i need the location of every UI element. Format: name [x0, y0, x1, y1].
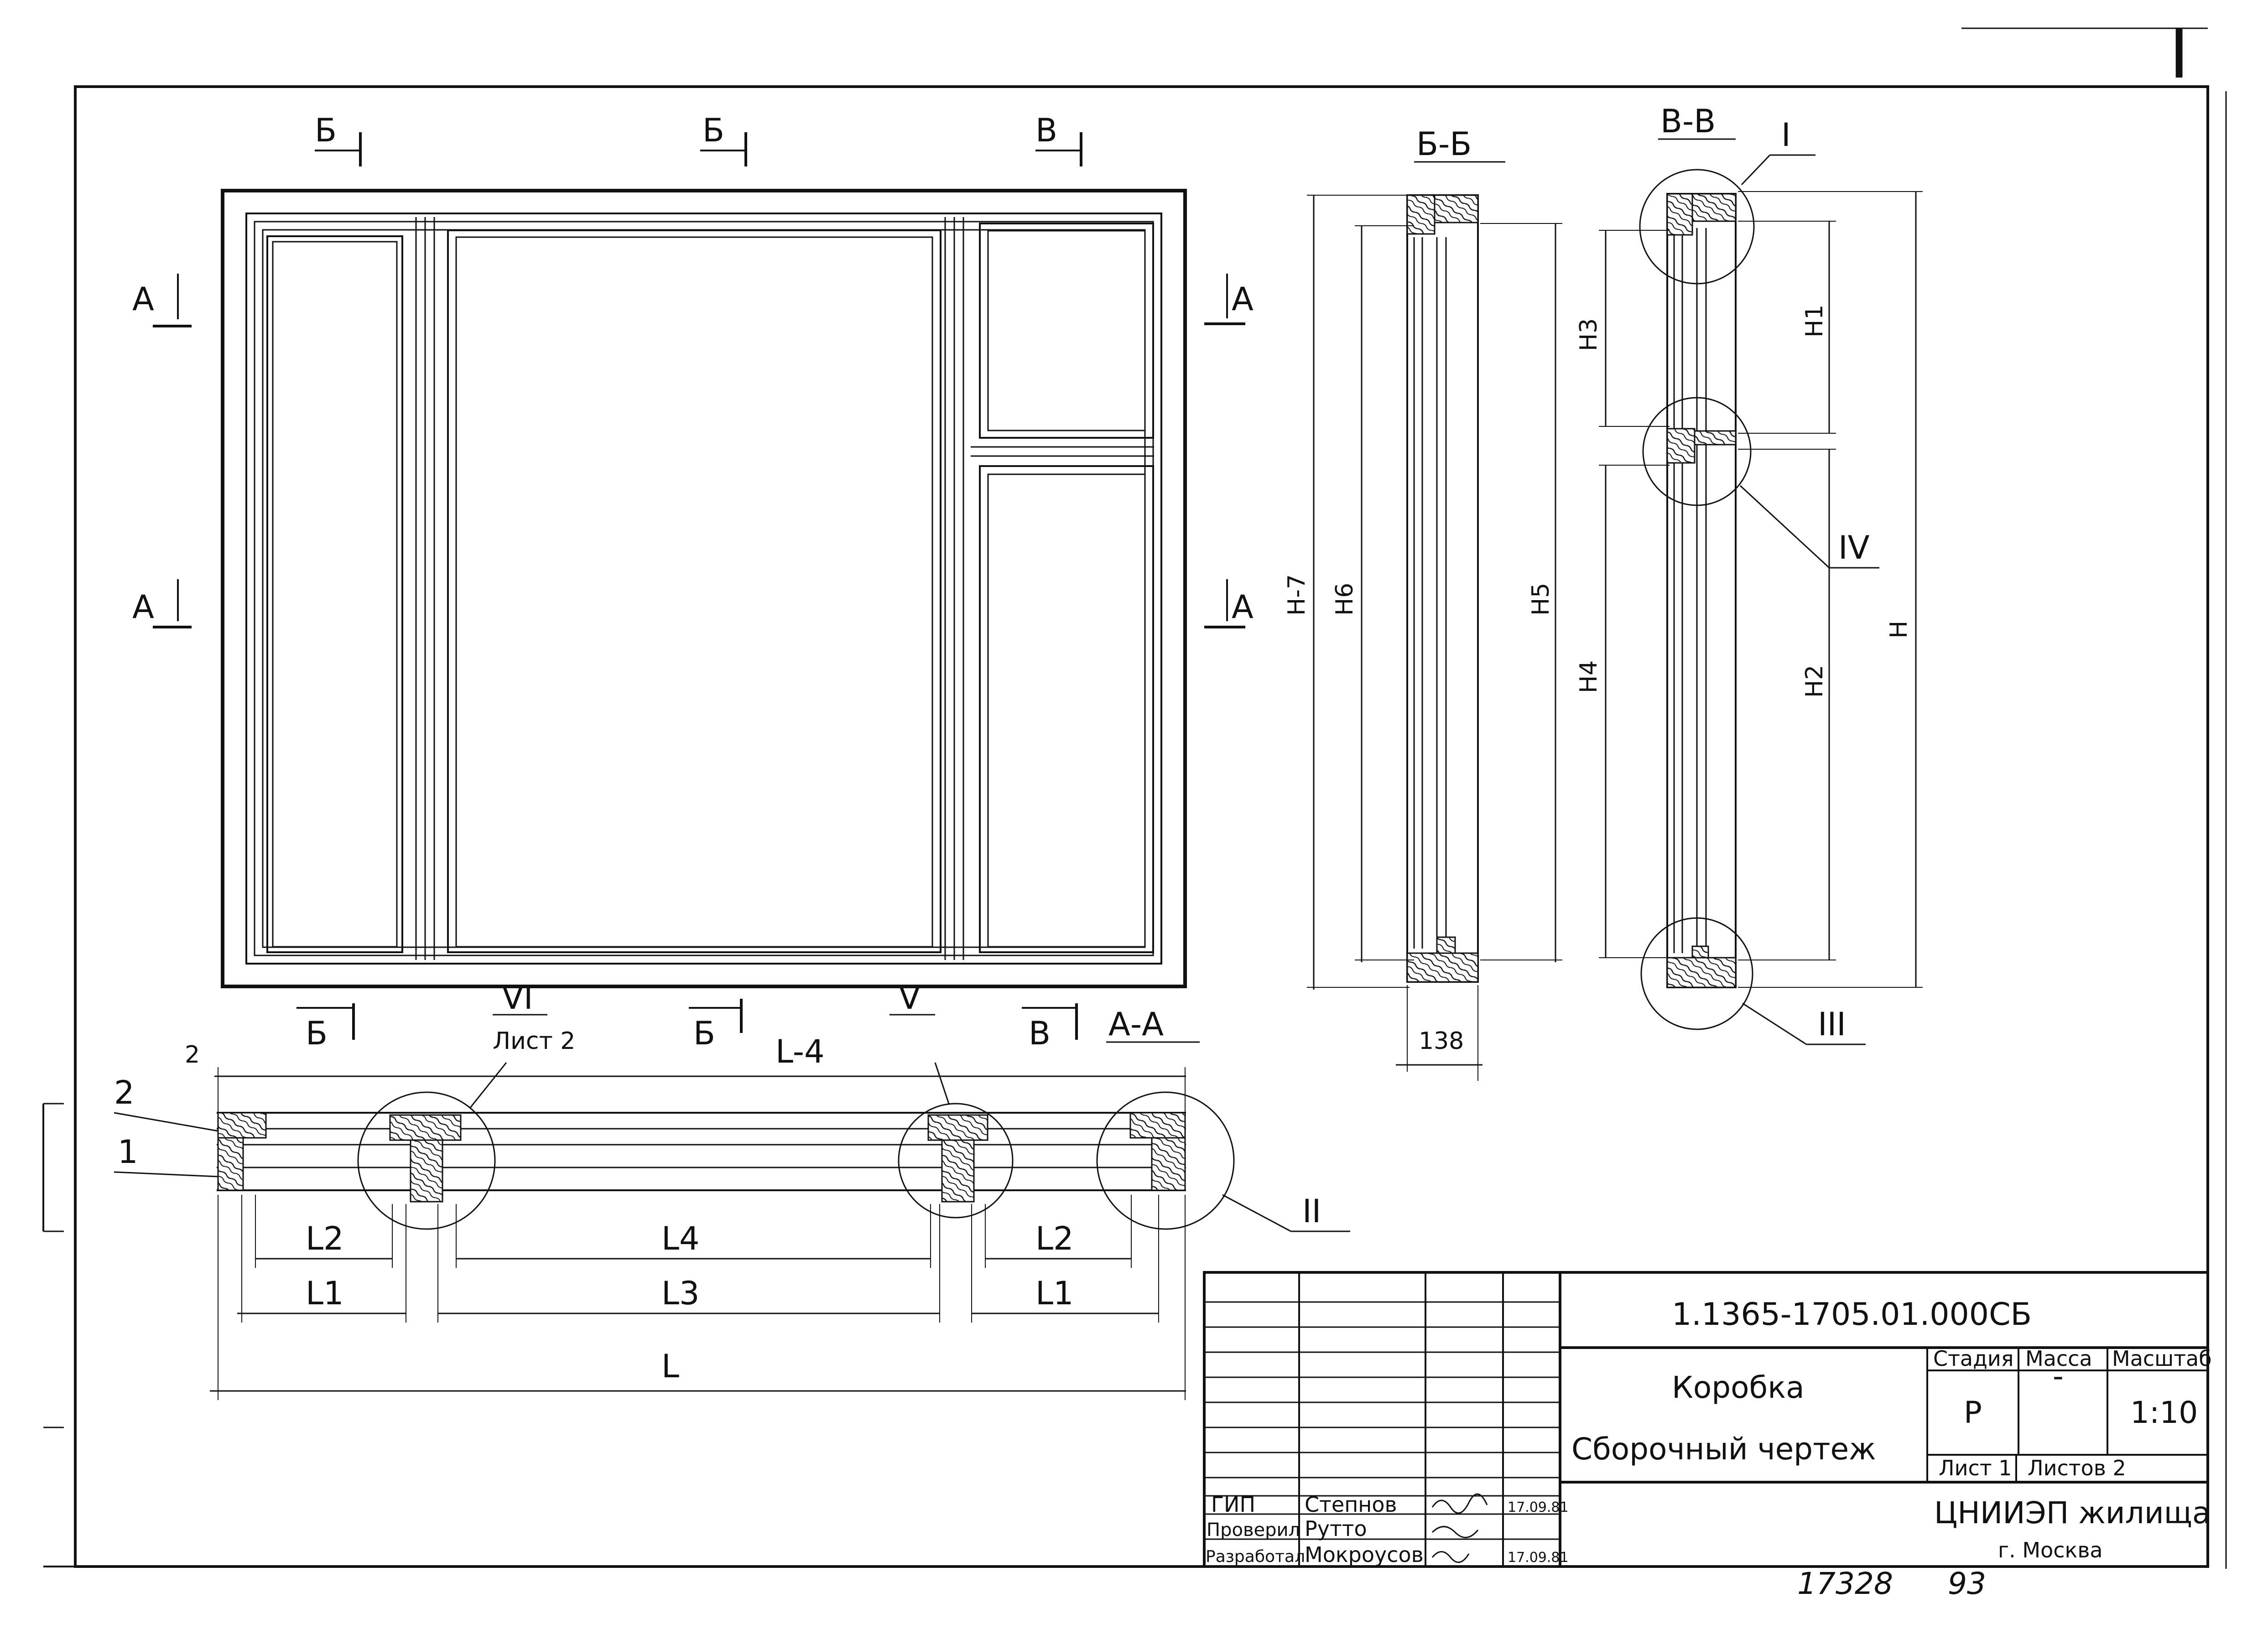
page-number: 93 — [1948, 1566, 1986, 1601]
archive-number: 17328 — [1797, 1566, 1893, 1601]
name-gip: Степнов — [1305, 1492, 1397, 1517]
dim-h4: H4 — [1575, 660, 1602, 693]
section-bb-title: Б-Б — [1416, 125, 1472, 163]
callout-node-VI: VI — [502, 979, 533, 1017]
callout-pos-2: 2 — [114, 1074, 135, 1111]
dim-l1-left: L1 — [306, 1275, 344, 1312]
name-developed: Мокроусов — [1305, 1542, 1424, 1567]
organization: ЦНИИЭП жилища — [1934, 1495, 2211, 1530]
date-gip: 17.09.81 — [1508, 1499, 1569, 1515]
dim-h7: H-7 — [1283, 574, 1311, 616]
cut-label-v-bottom: В — [1029, 1015, 1051, 1052]
drawing-subtitle: Сборочный чертеж — [1571, 1432, 1876, 1467]
dim-138: 138 — [1419, 1027, 1464, 1055]
front-view — [221, 189, 1187, 988]
dim-l2-left: L2 — [306, 1220, 344, 1257]
cut-label-b2: Б — [702, 112, 724, 149]
dim-l4: L4 — [661, 1220, 700, 1257]
cut-label-b2-bottom: Б — [693, 1015, 715, 1052]
dim-h6: H6 — [1331, 583, 1358, 616]
role-gip: ГИП — [1211, 1492, 1255, 1517]
signature-gip — [1431, 1493, 1488, 1514]
dim-h1: H1 — [1801, 305, 1828, 337]
section-aa-title: А-А — [1108, 1006, 1164, 1043]
drawing-name: Коробка — [1672, 1370, 1805, 1405]
callout-node-I: I — [1781, 116, 1791, 154]
scale-header: Масштаб — [2112, 1346, 2212, 1371]
mass-value: - — [2053, 1359, 2064, 1394]
callout-node-V: V — [899, 979, 921, 1017]
dim-l: L — [661, 1348, 679, 1385]
dim-h2: H2 — [1801, 665, 1828, 698]
dim-h: H — [1885, 621, 1913, 638]
cut-label-a-right-top: А — [1232, 280, 1254, 318]
dim-l2-right: L2 — [1035, 1220, 1074, 1257]
signature-checked — [1431, 1526, 1479, 1538]
section-cut-marks: Б Б В Б Б В А А А А — [132, 112, 1254, 1052]
name-checked: Рутто — [1305, 1516, 1367, 1541]
section-vv-title: В-В — [1660, 103, 1716, 140]
callout-pos-1: 1 — [118, 1133, 138, 1171]
cut-label-a-right-mid: А — [1232, 588, 1254, 626]
signature-developed — [1431, 1551, 1470, 1563]
section-aa: А-А VI Лист 2 V II 2 1 — [114, 979, 1350, 1400]
stage-header: Стадия — [1933, 1346, 2013, 1371]
callout-node-IV: IV — [1838, 529, 1870, 566]
date-developed: 17.09.81 — [1508, 1550, 1569, 1566]
section-vv: В-В I IV III H3 H4 — [1575, 103, 1923, 1045]
callout-node-VI-sheet: Лист 2 — [493, 1027, 575, 1055]
sheets-total: Листов 2 — [2028, 1456, 2126, 1480]
corner-mark: I — [2169, 15, 2189, 94]
dim-l1-right: L1 — [1035, 1275, 1074, 1312]
dim-l-4: L-4 — [775, 1033, 825, 1070]
role-checked: Проверил — [1207, 1520, 1300, 1541]
dim-h5: H5 — [1527, 583, 1555, 616]
dim-l3: L3 — [661, 1275, 700, 1312]
role-developed: Разработал — [1206, 1547, 1305, 1566]
cut-label-a-left-mid: А — [132, 588, 154, 626]
sheet-border — [42, 27, 2227, 1569]
cut-label-b1-bottom: Б — [306, 1015, 328, 1052]
callout-node-III: III — [1818, 1006, 1846, 1043]
callout-node-II: II — [1302, 1193, 1321, 1230]
cut-label-b1: Б — [315, 112, 337, 149]
section-bb: Б-Б H-7 H6 H5 138 — [1283, 125, 1562, 1081]
dim-gap-2: 2 — [185, 1041, 200, 1069]
mass-header: Масса — [2025, 1346, 2092, 1371]
city: г. Москва — [1998, 1538, 2103, 1562]
title-block: 1.1365-1705.01.000СБ Коробка Сборочный ч… — [1203, 15, 2212, 1601]
cut-label-a-left-top: А — [132, 280, 154, 318]
sheet-number: Лист 1 — [1939, 1456, 2012, 1480]
dim-h3: H3 — [1575, 318, 1602, 351]
doc-code: 1.1365-1705.01.000СБ — [1672, 1297, 2032, 1333]
scale-value: 1:10 — [2130, 1395, 2198, 1430]
stage-value: Р — [1964, 1395, 1982, 1430]
cut-label-v: В — [1035, 112, 1057, 149]
